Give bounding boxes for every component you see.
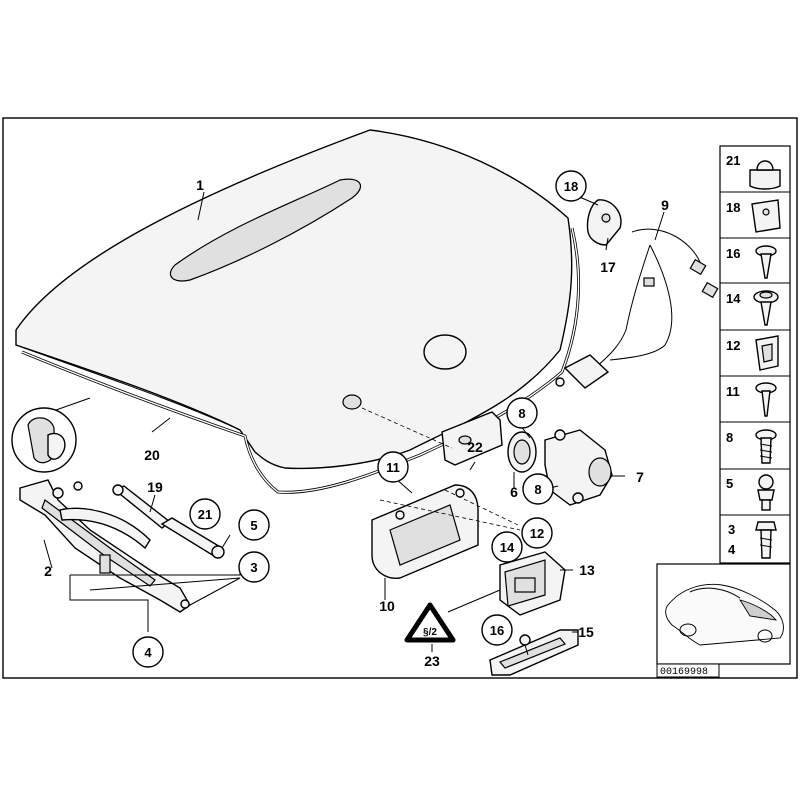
callout-16-circle <box>481 614 513 646</box>
callout-3: 3 <box>250 560 257 575</box>
callout-6: 6 <box>510 484 518 500</box>
warning-label: §/2 <box>404 589 501 643</box>
callout-4: 4 <box>144 645 152 660</box>
callout-4-circle <box>132 636 164 668</box>
screw-icon <box>755 245 777 279</box>
clip-icon <box>751 199 781 233</box>
grip-handle <box>489 629 579 676</box>
callout-15: 15 <box>578 624 594 640</box>
callout-5-circle <box>238 509 270 541</box>
callout-17: 17 <box>600 259 616 275</box>
callout-18-circle <box>555 170 587 202</box>
callout-8a-circle <box>506 397 538 429</box>
trim-panel <box>371 484 521 579</box>
callout-23: 23 <box>424 653 440 669</box>
sidebar-label-18: 18 <box>726 200 740 215</box>
speed-nut-icon <box>755 335 779 371</box>
sidebar-label-8: 8 <box>726 430 733 445</box>
seal-detail <box>11 397 91 473</box>
sidebar-label-4: 4 <box>728 542 736 557</box>
sidebar-label-16: 16 <box>726 246 740 261</box>
callout-5: 5 <box>250 518 257 533</box>
callout-2: 2 <box>44 563 52 579</box>
callout-14-circle <box>491 531 523 563</box>
hinge-assembly <box>19 479 191 613</box>
bolt-icon <box>755 521 777 559</box>
callout-14: 14 <box>500 540 515 555</box>
callout-8a: 8 <box>518 406 525 421</box>
callout-10: 10 <box>379 598 395 614</box>
trunk-lid <box>15 129 573 470</box>
sidebar-label-3: 3 <box>728 522 735 537</box>
callout-8b-circle <box>522 473 554 505</box>
callout-3-circle <box>238 551 270 583</box>
bracket-hole <box>458 435 472 445</box>
sidebar-label-12: 12 <box>726 338 740 353</box>
diagram-frame <box>2 117 798 679</box>
tapping-screw-icon <box>755 382 777 417</box>
callout-20: 20 <box>144 447 160 463</box>
diagram-code: 00169998 <box>660 667 708 678</box>
hardware-sidebar: 21 18 16 14 12 11 <box>719 145 791 564</box>
callout-18: 18 <box>564 179 578 194</box>
flange-screw-icon <box>755 429 777 464</box>
cap-nut-icon <box>749 160 781 190</box>
wire-harness <box>555 199 719 389</box>
sidebar-label-14: 14 <box>726 291 741 306</box>
svg-text:§/2: §/2 <box>423 627 437 638</box>
lock-cylinder <box>507 429 613 506</box>
callout-11: 11 <box>386 460 400 475</box>
callout-8b: 8 <box>534 482 541 497</box>
callout-13: 13 <box>579 562 595 578</box>
actuator <box>499 551 566 616</box>
sidebar-label-11: 11 <box>726 384 740 399</box>
callout-22: 22 <box>467 439 483 455</box>
gas-strut <box>112 484 225 559</box>
callout-21-circle <box>189 498 221 530</box>
callout-7: 7 <box>636 469 644 485</box>
callout-12-circle <box>521 517 553 549</box>
callout-21: 21 <box>198 507 212 522</box>
car-thumbnail <box>656 563 791 665</box>
sidebar-label-21: 21 <box>726 153 740 168</box>
callout-1: 1 <box>196 177 204 193</box>
ball-stud-icon <box>757 474 775 511</box>
callout-16: 16 <box>490 623 504 638</box>
callout-12: 12 <box>530 526 544 541</box>
lock-bracket <box>441 411 503 466</box>
diagram-code-box <box>656 663 720 678</box>
washer-screw-icon <box>753 290 779 326</box>
callout-19: 19 <box>147 479 163 495</box>
callout-9: 9 <box>661 197 669 213</box>
sidebar-label-5: 5 <box>726 476 733 491</box>
callout-11-circle <box>377 451 409 483</box>
